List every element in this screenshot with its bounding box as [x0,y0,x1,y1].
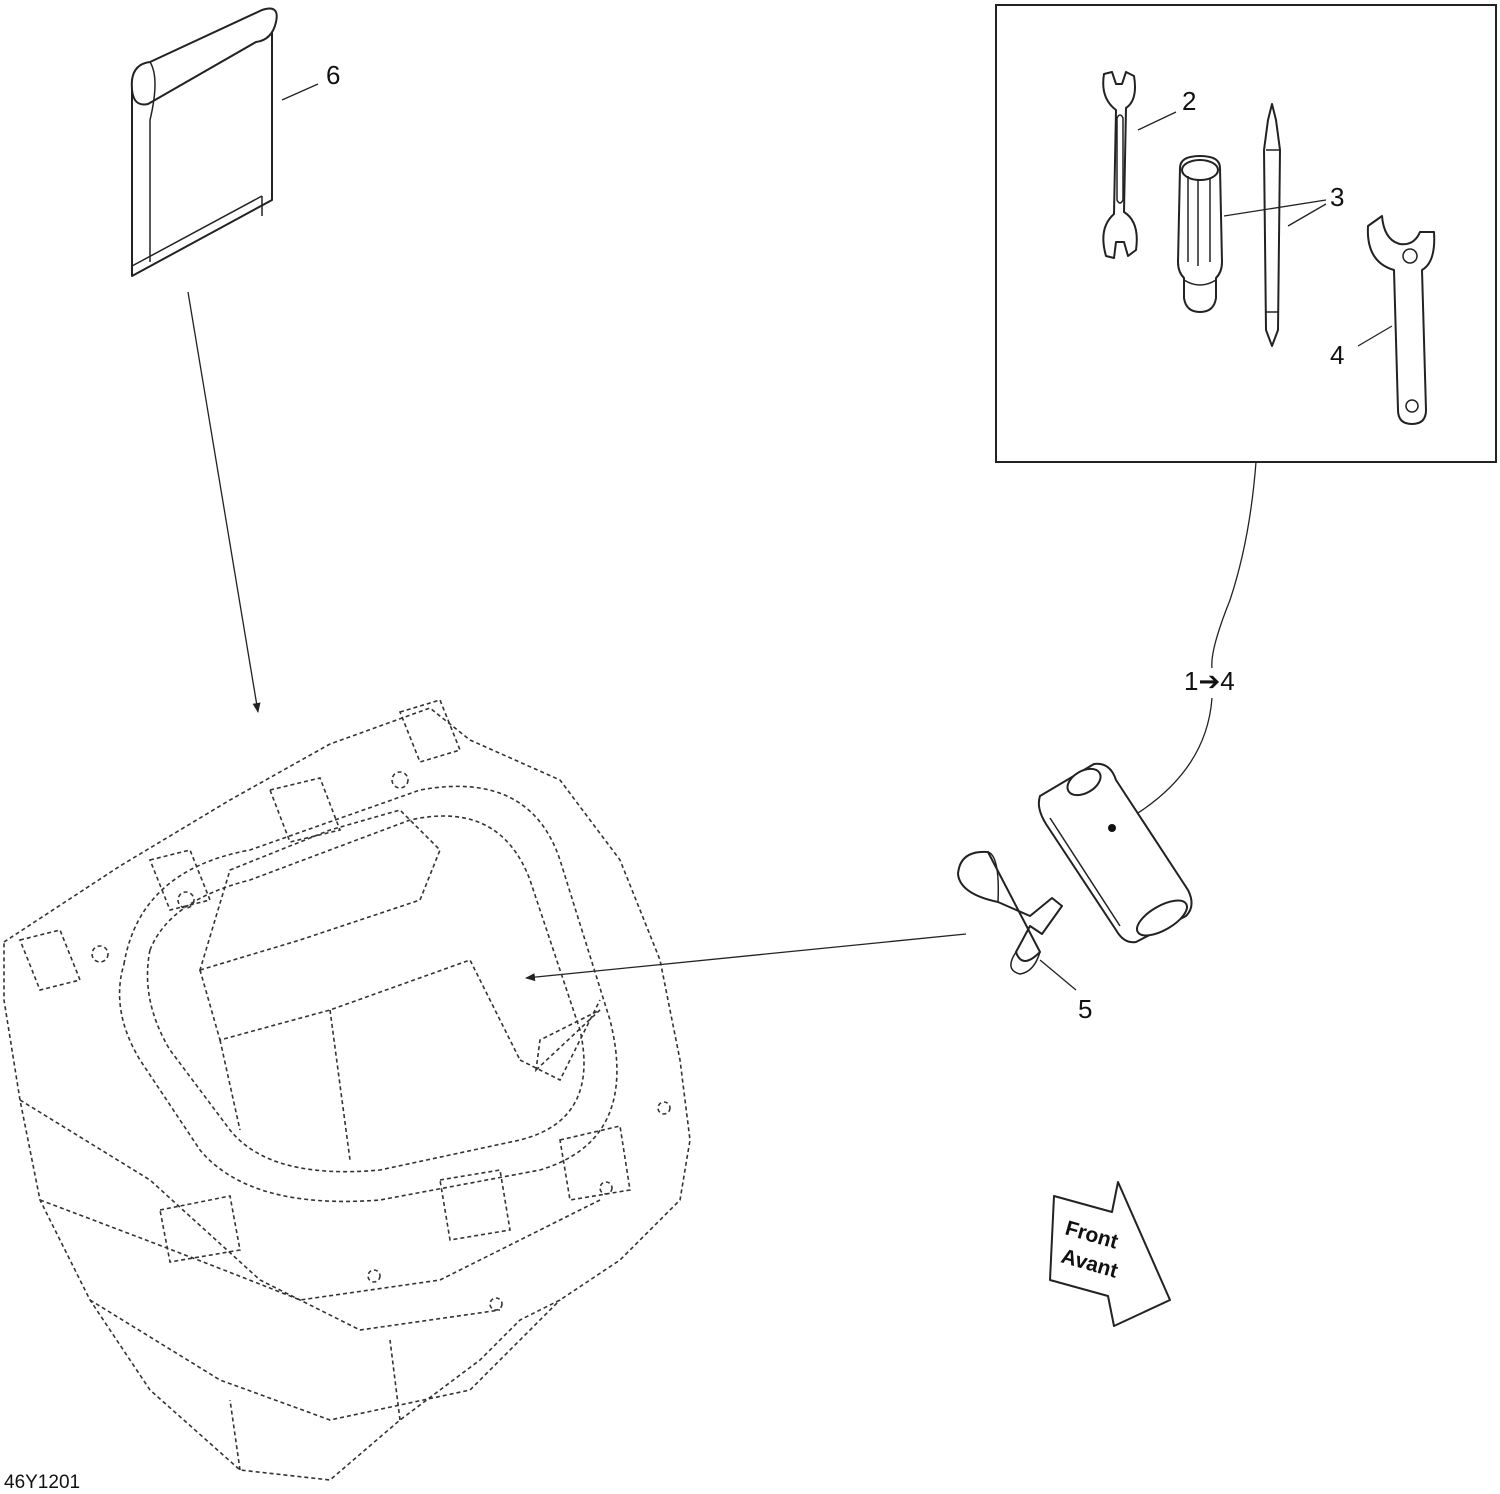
callout-6: 6 [326,60,340,90]
storage-bin-icon [3,699,691,1481]
retaining-clip-icon [957,850,1063,975]
callout-leader-4 [1357,325,1393,347]
callout-leader-2 [1137,111,1177,131]
tool-kit-link-curve [1211,461,1257,669]
document-pouch-icon [130,7,278,277]
figure-code: 46Y1201 [4,1472,80,1493]
spanner-wrench-icon [1366,215,1436,425]
front-direction-arrow-icon [1049,1181,1171,1327]
screwdriver-bit-icon [1263,103,1281,347]
callout-leader-5 [1039,959,1077,991]
callout-3: 3 [1330,182,1344,212]
callout-5: 5 [1078,994,1092,1024]
assembly-arrow-clip [525,933,967,982]
tool-tube-icon [1037,762,1193,944]
callout-2: 2 [1182,86,1196,116]
screwdriver-handle-icon [1177,155,1223,313]
callout-leader-3a [1223,199,1327,217]
callout-1-to-4: 1➔4 [1184,666,1235,696]
callout-leader-3b [1287,203,1327,227]
open-end-wrench-icon [1102,71,1138,259]
callout-leader-6 [281,83,319,101]
assembly-arrow-pouch [187,291,261,713]
callout-4: 4 [1330,340,1344,370]
